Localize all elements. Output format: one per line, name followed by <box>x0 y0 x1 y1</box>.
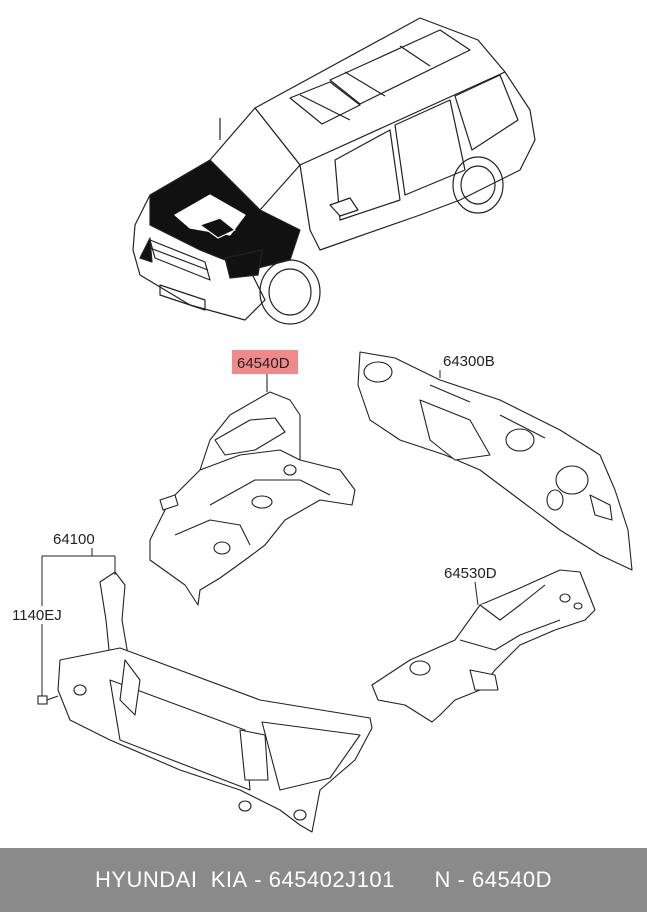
label-1140ej[interactable]: 1140EJ <box>12 607 62 624</box>
bolt <box>37 695 59 705</box>
suv-illustration <box>132 17 536 325</box>
label-64100[interactable]: 64100 <box>53 531 95 548</box>
label-64300b[interactable]: 64300B <box>443 353 495 370</box>
fender-apron-rh <box>371 569 596 723</box>
highlight-box <box>232 350 298 374</box>
diagram-svg: 64540D 64300B 64100 1140EJ 64530D <box>12 17 633 833</box>
caption-ref: N - 64540D <box>434 867 553 892</box>
label-64540d[interactable]: 64540D <box>237 355 290 372</box>
label-64530d[interactable]: 64530D <box>444 565 497 582</box>
fender-apron-panel <box>149 380 356 606</box>
caption-brand: HYUNDAI KIA <box>94 867 248 892</box>
part-caption-bar: HYUNDAI KIA - 645402J101 N - 64540D <box>0 848 647 912</box>
dash-panel <box>357 351 633 571</box>
radiator-support-carrier <box>57 571 373 833</box>
leader-lines <box>41 370 479 696</box>
caption-part-number: - 645402J101 <box>254 867 395 892</box>
